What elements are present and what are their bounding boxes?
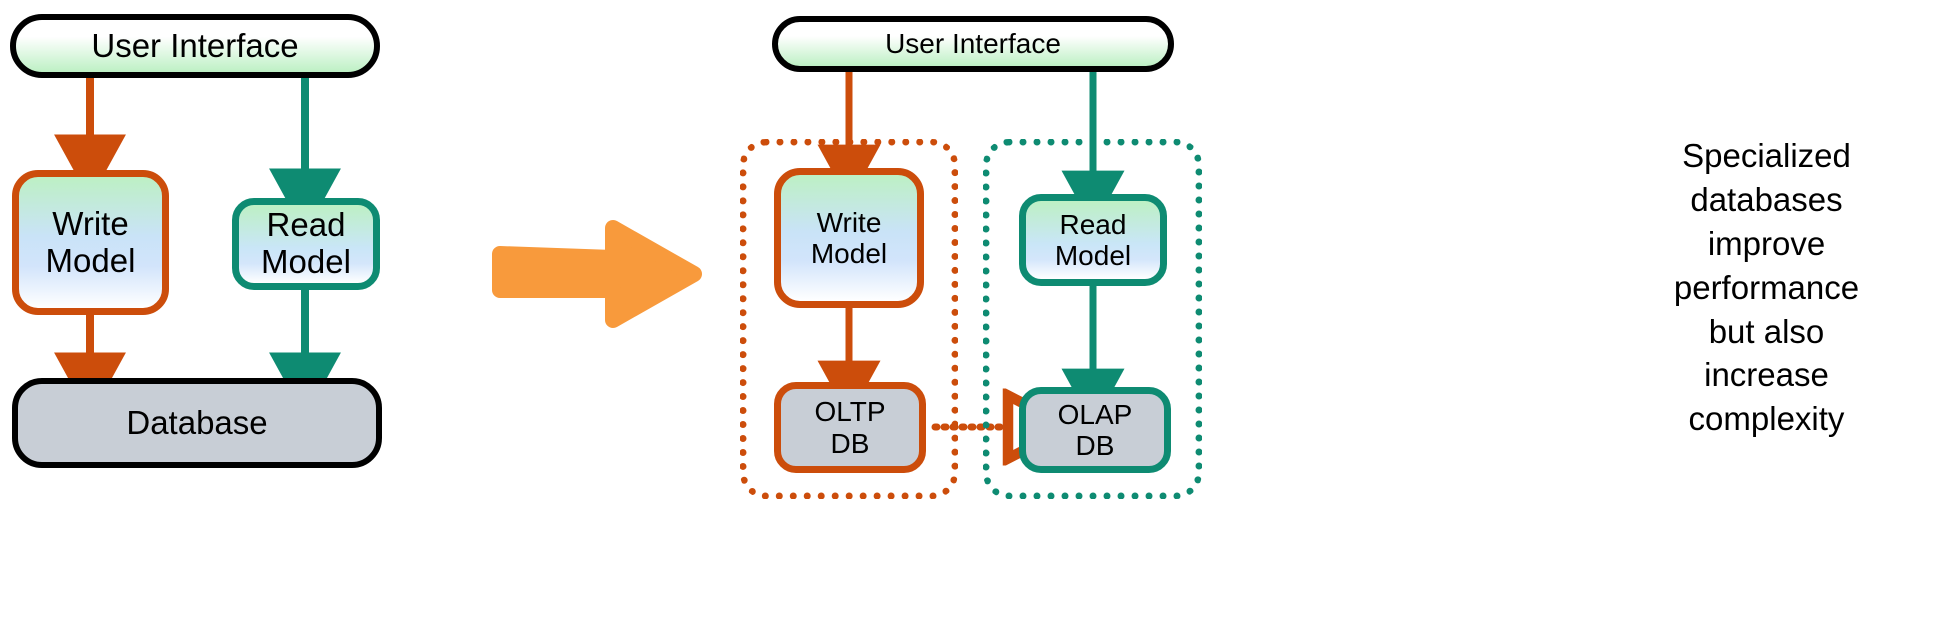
right-node-user-interface[interactable]: User Interface xyxy=(772,16,1174,72)
left-node-write-model[interactable]: Write Model xyxy=(12,170,169,315)
left-node-user-interface[interactable]: User Interface xyxy=(10,14,380,78)
left-node-read-model[interactable]: Read Model xyxy=(232,198,380,290)
right-node-read-model[interactable]: Read Model xyxy=(1019,194,1167,286)
right-node-oltp-db[interactable]: OLTP DB xyxy=(774,382,926,473)
left-node-database[interactable]: Database xyxy=(12,378,382,468)
side-note-text: Specialized databases improve performanc… xyxy=(1673,137,1860,438)
right-group-read-side[interactable] xyxy=(983,139,1202,499)
right-group-write-side[interactable] xyxy=(740,139,958,499)
transform-block-arrow-icon xyxy=(492,220,702,328)
right-node-olap-db[interactable]: OLAP DB xyxy=(1019,387,1171,473)
right-node-write-model[interactable]: Write Model xyxy=(774,168,924,308)
